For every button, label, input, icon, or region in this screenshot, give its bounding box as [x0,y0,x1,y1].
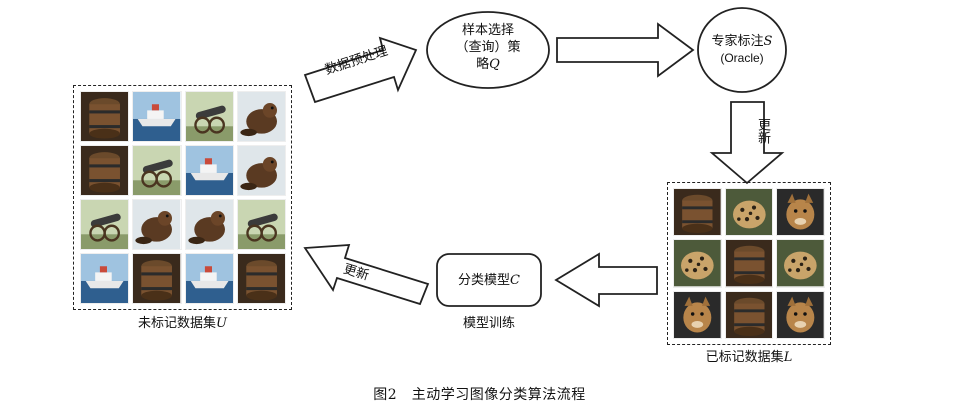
update-arrow-down [709,101,785,185]
barrel-image [80,145,130,196]
unlabeled-image-grid [80,91,286,304]
update-down-label: 更新 [755,118,770,144]
unlabeled-dataset-box [73,85,292,310]
update-arrow-left [303,244,430,306]
barrel-image [236,253,286,304]
ship-image [184,253,234,304]
model-training-label: 模型训练 [462,316,515,331]
beaver-image [236,91,286,142]
labeled-dataset-label: 已标记数据集L [705,350,793,365]
cannon-image [236,199,286,250]
cougar-image [776,188,825,237]
barrel-image [132,253,182,304]
preprocess-arrow [303,36,418,104]
beaver-image [132,199,182,250]
leopard-image [776,239,825,288]
expert-node-line2: (Oracle) [720,51,764,65]
ship-image [184,145,234,196]
barrel-image [724,290,774,339]
sampling-node-line2: （查询）策 [455,40,521,55]
cannon-image [184,91,234,142]
labeled-image-grid [673,188,825,339]
cougar-image [776,290,825,339]
labeled-dataset-box [667,182,831,345]
barrel-image [724,239,774,288]
model-node: 分类模型C [458,273,520,288]
barrel-image [673,188,722,237]
unlabeled-dataset-label: 未标记数据集U [138,316,227,331]
sampling-node-line1: 样本选择 [461,23,514,38]
arrow-to-expert [556,22,695,78]
barrel-image [80,91,130,142]
cougar-image [673,290,722,339]
sampling-node: 样本选择 （查询）策 略Q [427,22,549,73]
sampling-node-line3: 略Q [476,57,500,72]
cannon-image [132,145,182,196]
expert-node: 专家标注S (Oracle) [698,33,786,67]
expert-node-line1: 专家标注S [711,34,773,49]
ship-image [80,253,130,304]
cannon-image [80,199,130,250]
figure-caption: 图2 主动学习图像分类算法流程 [373,387,586,403]
beaver-image [236,145,286,196]
sampling-node-shape [426,11,550,89]
leopard-image [724,188,774,237]
arrow-to-model [554,252,658,308]
model-node-shape [436,253,542,307]
leopard-image [673,239,722,288]
ship-image [132,91,182,142]
beaver-image [184,199,234,250]
expert-node-shape [697,7,787,93]
